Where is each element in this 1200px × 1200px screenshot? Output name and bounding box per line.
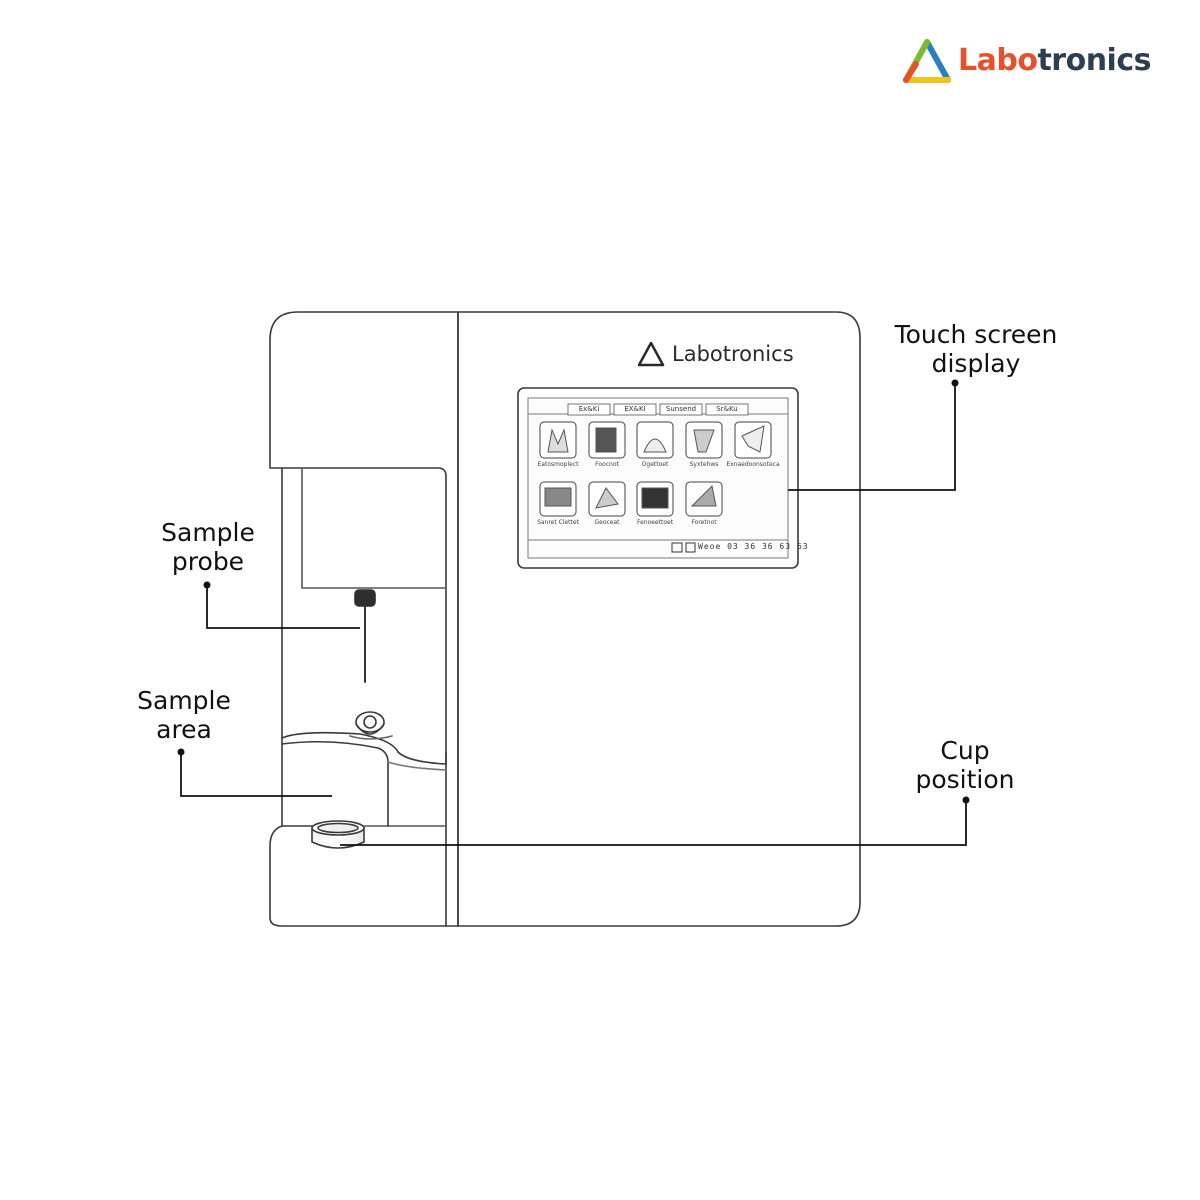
brand-logo: Labotronics: [902, 36, 1151, 86]
screen-tab: EX&KI: [624, 405, 646, 413]
leader-dot: [203, 581, 211, 589]
callout-touch-screen-display: Touch screen display: [876, 320, 1076, 378]
app-caption: Syxtehws: [689, 461, 719, 468]
leader-dot: [177, 748, 185, 756]
callout-line: probe: [171, 547, 245, 576]
callout-line: Sample: [137, 686, 231, 715]
callout-line: Sample: [161, 518, 255, 547]
app-caption: Fenoeettoet: [636, 519, 674, 526]
screen-tab: Ex&Ki: [578, 405, 600, 413]
app-caption: Geoceat: [594, 519, 620, 526]
leader-sample-probe: [206, 585, 360, 629]
touch-screen-display: [517, 387, 799, 569]
brand-name: Labotronics: [958, 46, 1151, 76]
callout-line: Touch screen: [894, 320, 1058, 349]
leader-touch-screen: [788, 383, 956, 491]
device-brand-label: Labotronics: [636, 340, 794, 368]
leader-cup-position: [340, 800, 967, 846]
app-caption: Exnaedoonsoteca: [726, 461, 780, 468]
instrument-base: [269, 825, 459, 927]
app-caption: Foretnot: [691, 519, 717, 526]
instrument-left-tower: [269, 311, 459, 927]
sample-probe-holder: [354, 589, 376, 607]
triangle-logo-icon: [903, 39, 951, 83]
sample-area-platform: [281, 731, 447, 765]
callout-line: position: [915, 765, 1015, 794]
callout-sample-probe: Sample probe: [140, 518, 276, 576]
screen-status-text: Weoe 03 36 36 63 63: [698, 542, 809, 551]
callout-cup-position: Cup position: [900, 736, 1030, 794]
device-brand-text: Labotronics: [672, 342, 794, 366]
callout-line: Cup: [940, 736, 990, 765]
brand-name-part2: tronics: [1037, 43, 1151, 78]
brand-name-part1: Labo: [958, 43, 1038, 78]
app-caption: Eatosmoplect: [537, 461, 579, 468]
leader-dot: [951, 379, 959, 387]
app-icon: [539, 421, 577, 459]
app-caption: Foocnot: [595, 461, 619, 468]
triangle-outline-icon: [637, 341, 665, 367]
callout-line: area: [156, 715, 212, 744]
callout-line: display: [931, 349, 1021, 378]
app-caption: Ogettoet: [641, 461, 669, 468]
leader-dot: [962, 796, 970, 804]
screen-tab: Sr&Ku: [716, 405, 738, 413]
leader-sample-area: [180, 752, 332, 797]
instrument-right-body: [457, 311, 861, 927]
cup-position: [311, 820, 365, 849]
app-caption: Sanret Clettet: [537, 519, 579, 526]
screen-tab: Sunsend: [665, 405, 697, 413]
callout-sample-area: Sample area: [118, 686, 250, 744]
